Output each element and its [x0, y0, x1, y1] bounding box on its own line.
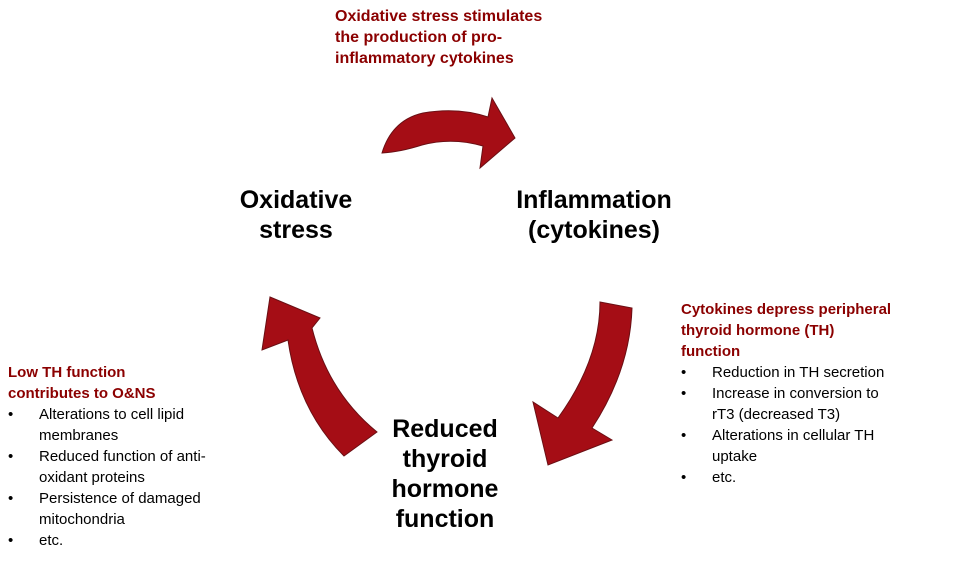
list-item: • etc. — [681, 467, 953, 488]
list-item-line: Alterations in cellular TH — [712, 427, 875, 444]
arrow-inflammation-to-reduced — [532, 301, 633, 466]
list-item-line: Reduced function of anti- — [39, 448, 206, 465]
note-right-heading: Cytokines depress peripheral thyroid hor… — [681, 299, 953, 362]
node-oxidative-stress: Oxidative stress — [211, 185, 381, 245]
list-item: • etc. — [8, 530, 263, 551]
note-left-heading: Low TH function contributes to O&NS — [8, 362, 263, 404]
bullet-glyph: • — [8, 448, 14, 465]
note-left: Low TH function contributes to O&NS • Al… — [8, 362, 263, 551]
bullet-glyph: • — [681, 427, 687, 444]
list-item-line: Reduction in TH secretion — [712, 364, 885, 381]
node-reduced-thyroid-function: Reduced thyroid hormone function — [375, 414, 515, 534]
node-line: stress — [259, 216, 333, 244]
bullet-glyph: • — [8, 406, 14, 423]
arrow-reduced-to-oxidative — [261, 296, 378, 457]
bullet-glyph: • — [8, 532, 14, 549]
list-item-line: mitochondria — [39, 511, 125, 528]
list-item-line: uptake — [712, 448, 758, 465]
node-line: Reduced — [392, 415, 498, 443]
node-line: Oxidative — [239, 186, 353, 214]
list-item: • Alterations to cell lipid membranes — [8, 404, 263, 446]
list-item-line: oxidant proteins — [39, 469, 145, 486]
list-item-line: Alterations to cell lipid — [39, 406, 185, 423]
list-item: • Reduced function of anti- oxidant prot… — [8, 446, 263, 488]
note-right: Cytokines depress peripheral thyroid hor… — [681, 299, 953, 488]
node-line: (cytokines) — [528, 216, 660, 244]
note-top-heading: Oxidative stress stimulates the producti… — [335, 6, 615, 69]
bullet-glyph: • — [681, 364, 687, 381]
list-item: • Reduction in TH secretion — [681, 362, 953, 383]
note-left-list: • Alterations to cell lipid membranes • … — [8, 404, 263, 551]
note-heading-line: Low TH function — [8, 364, 126, 381]
note-heading-line: the production of pro- — [335, 29, 503, 46]
list-item: • Alterations in cellular TH uptake — [681, 425, 953, 467]
list-item-line: membranes — [39, 427, 119, 444]
node-line: thyroid — [402, 445, 488, 473]
note-heading-line: function — [681, 343, 741, 360]
note-top: Oxidative stress stimulates the producti… — [335, 6, 615, 69]
node-inflammation: Inflammation (cytokines) — [494, 185, 694, 245]
note-heading-line: thyroid hormone (TH) — [681, 322, 835, 339]
bullet-glyph: • — [681, 469, 687, 486]
bullet-glyph: • — [8, 490, 14, 507]
node-line: function — [395, 505, 495, 533]
note-right-list: • Reduction in TH secretion • Increase i… — [681, 362, 953, 488]
bullet-glyph: • — [681, 385, 687, 402]
list-item-line: Increase in conversion to — [712, 385, 879, 402]
node-line: Inflammation — [516, 186, 672, 214]
node-line: hormone — [391, 475, 499, 503]
arrow-oxidative-to-inflammation — [381, 96, 516, 170]
note-heading-line: Oxidative stress stimulates — [335, 8, 543, 25]
list-item-line: rT3 (decreased T3) — [712, 406, 841, 423]
note-heading-line: inflammatory cytokines — [335, 50, 514, 67]
list-item-line: etc. — [712, 469, 737, 486]
list-item: • Persistence of damaged mitochondria — [8, 488, 263, 530]
list-item-line: etc. — [39, 532, 64, 549]
note-heading-line: Cytokines depress peripheral — [681, 301, 892, 318]
list-item-line: Persistence of damaged — [39, 490, 201, 507]
list-item: • Increase in conversion to rT3 (decreas… — [681, 383, 953, 425]
note-heading-line: contributes to O&NS — [8, 385, 156, 402]
